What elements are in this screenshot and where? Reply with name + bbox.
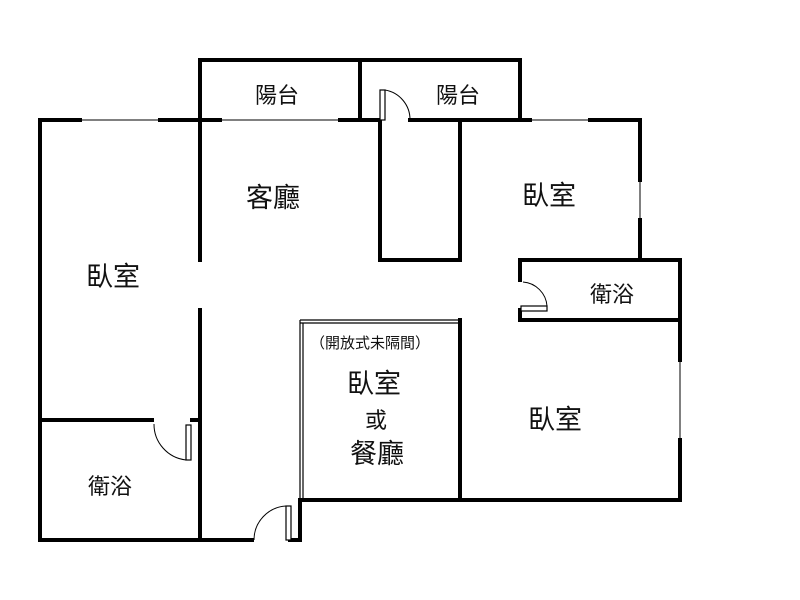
interior-walls (38, 118, 682, 542)
open-room-name: 臥室 (347, 369, 401, 400)
bathroom-right-door (520, 281, 548, 312)
balcony-right-label: 陽台 (436, 84, 481, 109)
bedroom-left-label: 臥室 (86, 262, 140, 293)
open-room-partition (299, 319, 461, 500)
balcony-walls (198, 58, 522, 122)
bedroom-bottom-right-label: 臥室 (528, 405, 582, 436)
open-room-alt: 餐廳 (350, 439, 404, 470)
living-room-label: 客廳 (246, 183, 300, 214)
bathroom-left-label: 衛浴 (88, 475, 133, 500)
bedroom-top-right-label: 臥室 (522, 181, 576, 212)
left-and-bottom-walls (38, 118, 682, 542)
right-walls (518, 118, 682, 502)
entrance-door (253, 505, 292, 541)
open-room-or: 或 (365, 409, 388, 434)
bathroom-right-label: 衛浴 (590, 283, 635, 308)
balcony-left-label: 陽台 (255, 84, 300, 109)
balcony-door (379, 89, 411, 121)
bathroom-left-door (153, 423, 192, 461)
open-room-note: （開放式未隔間） (310, 334, 431, 352)
